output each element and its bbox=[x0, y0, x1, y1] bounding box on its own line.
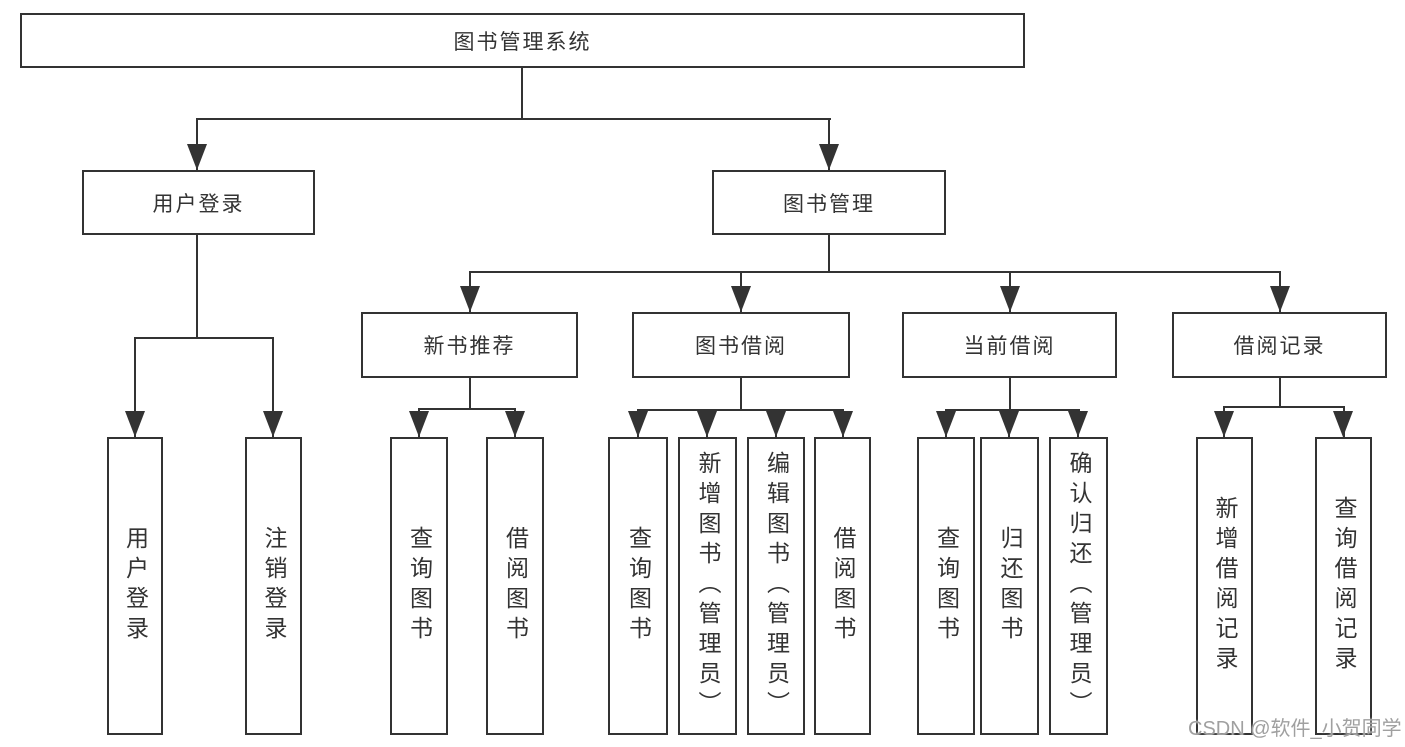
connector-line-v bbox=[196, 235, 198, 337]
node-new-book-recommend: 新书推荐 bbox=[361, 312, 578, 378]
arrow-down-icon bbox=[833, 411, 853, 437]
connector-line-v bbox=[469, 378, 471, 409]
connector-line-h bbox=[469, 271, 1281, 273]
csdn-watermark: CSDN @软件_小贺同学 bbox=[1188, 718, 1402, 740]
connector-line-h bbox=[418, 408, 516, 410]
node-borrow-records: 借阅记录 bbox=[1172, 312, 1387, 378]
leaf-query-books-borrow: 查询图书 bbox=[608, 437, 668, 735]
arrow-down-icon bbox=[409, 411, 429, 437]
connector-line-h bbox=[134, 337, 274, 339]
arrow-down-icon bbox=[936, 411, 956, 437]
arrow-down-icon bbox=[263, 411, 283, 437]
leaf-logout: 注销登录 bbox=[245, 437, 302, 735]
leaf-query-borrow-record: 查询借阅记录 bbox=[1315, 437, 1372, 735]
leaf-add-borrow-record: 新增借阅记录 bbox=[1196, 437, 1253, 735]
arrow-down-icon bbox=[125, 411, 145, 437]
arrow-down-icon bbox=[819, 144, 839, 170]
leaf-borrow-books: 借阅图书 bbox=[814, 437, 871, 735]
connector-line-v bbox=[134, 337, 136, 437]
connector-line-v bbox=[828, 235, 830, 273]
arrow-down-icon bbox=[999, 411, 1019, 437]
arrow-down-icon bbox=[731, 286, 751, 312]
connector-line-h bbox=[945, 409, 1080, 411]
connector-line-v bbox=[740, 378, 742, 410]
leaf-return-books: 归还图书 bbox=[980, 437, 1039, 735]
node-book-management: 图书管理 bbox=[712, 170, 946, 235]
node-library-management-system: 图书管理系统 bbox=[20, 13, 1025, 68]
leaf-edit-books-admin: 编辑图书（管理员） bbox=[747, 437, 805, 735]
connector-line-h bbox=[637, 409, 844, 411]
node-current-borrow: 当前借阅 bbox=[902, 312, 1117, 378]
leaf-query-books-recommend: 查询图书 bbox=[390, 437, 448, 735]
arrow-down-icon bbox=[1214, 411, 1234, 437]
leaf-confirm-return-admin: 确认归还（管理员） bbox=[1049, 437, 1108, 735]
arrow-down-icon bbox=[505, 411, 525, 437]
arrow-down-icon bbox=[187, 144, 207, 170]
arrow-down-icon bbox=[1068, 411, 1088, 437]
node-user-login: 用户登录 bbox=[82, 170, 315, 235]
arrow-down-icon bbox=[1000, 286, 1020, 312]
arrow-down-icon bbox=[1333, 411, 1353, 437]
arrow-down-icon bbox=[628, 411, 648, 437]
leaf-add-books-admin: 新增图书（管理员） bbox=[678, 437, 737, 735]
node-book-borrow: 图书借阅 bbox=[632, 312, 850, 378]
connector-line-v bbox=[521, 68, 523, 119]
connector-line-h bbox=[1223, 406, 1345, 408]
leaf-query-books-current: 查询图书 bbox=[917, 437, 975, 735]
leaf-user-login: 用户登录 bbox=[107, 437, 163, 735]
arrow-down-icon bbox=[1270, 286, 1290, 312]
connector-line-v bbox=[1009, 378, 1011, 410]
arrow-down-icon bbox=[697, 411, 717, 437]
arrow-down-icon bbox=[460, 286, 480, 312]
leaf-borrow-books-recommend: 借阅图书 bbox=[486, 437, 544, 735]
connector-line-v bbox=[272, 337, 274, 437]
connector-line-h bbox=[196, 118, 831, 120]
connector-line-v bbox=[1279, 378, 1281, 408]
arrow-down-icon bbox=[766, 411, 786, 437]
